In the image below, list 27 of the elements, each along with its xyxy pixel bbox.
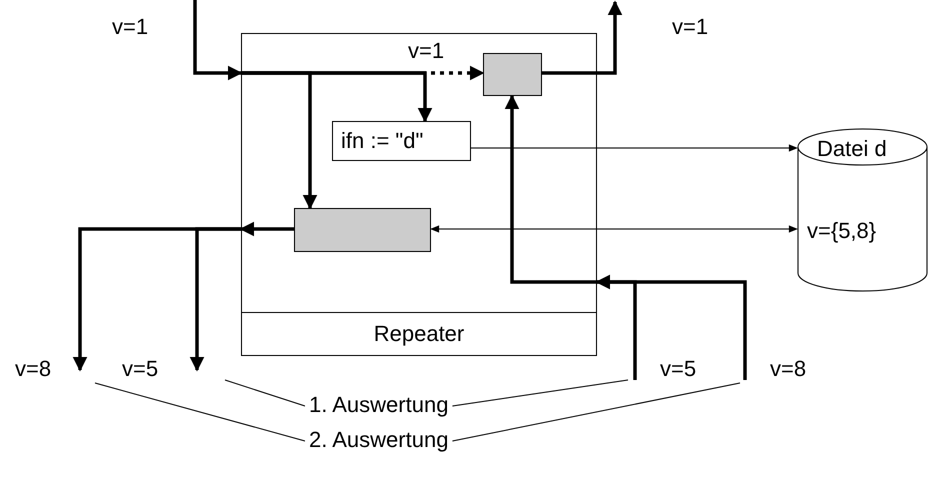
component-title: Repeater [372,321,466,347]
assignment-box: ifn := "d" [332,121,471,161]
value-text: v={5,8} [807,218,876,244]
leader-line [94,382,306,442]
arrow [240,222,294,236]
storage-title: Datei d [817,136,887,162]
process-box [294,208,431,252]
edge-label: v=5 [122,356,158,382]
edge-label: v=1 [112,14,148,40]
arrow [470,144,798,152]
process-box [483,53,542,96]
arrow [542,0,622,75]
double-arrow [430,225,798,233]
arrow [596,274,747,380]
edge-label: v=5 [660,356,696,382]
arrow [241,71,318,210]
leader-line [452,382,740,442]
arrow [190,227,241,372]
edge-label: v=1 [672,14,708,40]
edge-label: v=1 [408,38,444,64]
leader-line [224,380,306,406]
leader-line [452,380,628,406]
arrow [504,94,597,284]
arrow [193,0,242,80]
component-frame [241,33,597,356]
edge-label: v=8 [770,356,806,382]
edge-label: v=8 [15,356,52,382]
